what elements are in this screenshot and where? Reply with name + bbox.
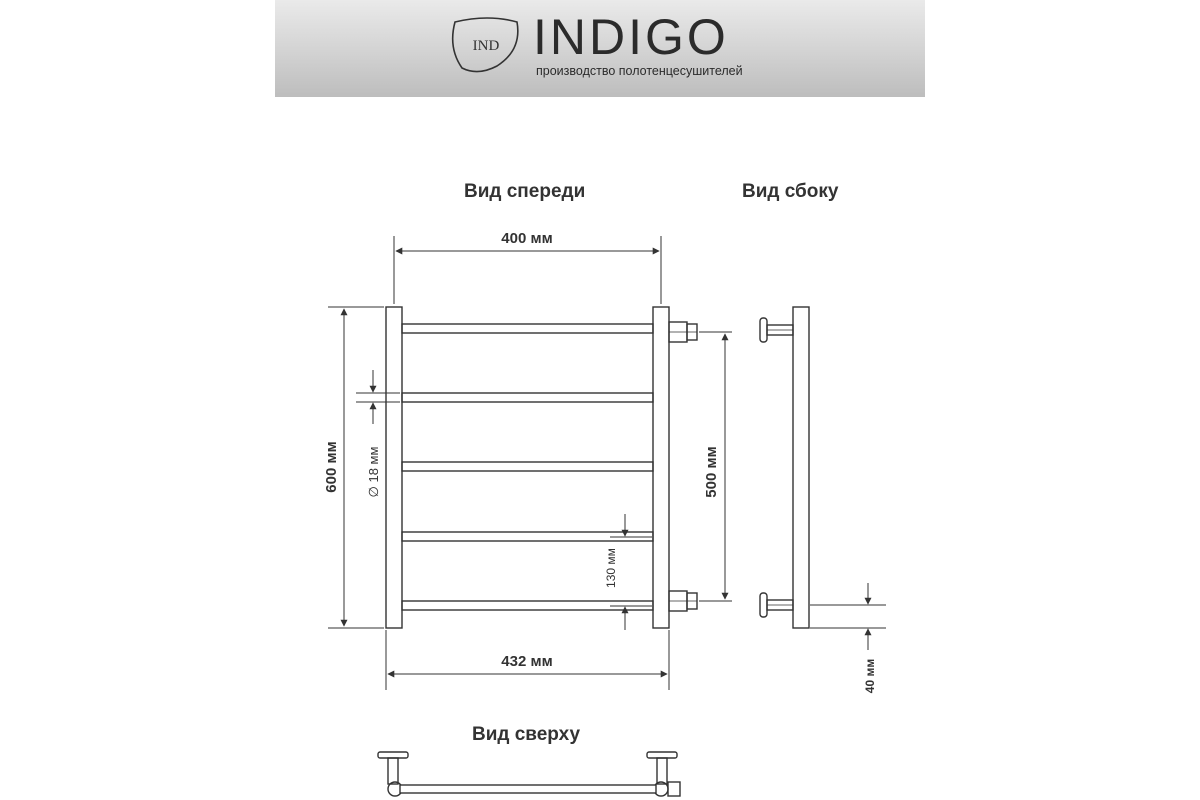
dim-connection-distance bbox=[699, 331, 732, 602]
front-view bbox=[385, 306, 698, 629]
dim-width-center bbox=[393, 236, 662, 304]
top-view bbox=[377, 751, 681, 797]
dim-height bbox=[328, 306, 384, 629]
brand-name: INDIGO bbox=[533, 9, 729, 65]
side-view bbox=[759, 306, 810, 629]
top-view-title: Вид сверху bbox=[472, 724, 581, 745]
label-rung-spacing: 130 мм bbox=[604, 548, 618, 588]
label-width-overall: 432 мм bbox=[501, 653, 552, 670]
top-left-bracket bbox=[377, 751, 409, 797]
rung-4 bbox=[401, 531, 654, 542]
logo-monogram: IND bbox=[473, 38, 500, 54]
label-wall-offset: 40 мм bbox=[863, 659, 877, 694]
header-banner bbox=[275, 0, 925, 97]
dim-width-overall bbox=[385, 630, 670, 690]
rung-2 bbox=[401, 392, 654, 403]
top-view-bar bbox=[399, 784, 657, 794]
bottom-wall-bracket bbox=[759, 592, 794, 618]
front-view-title: Вид спереди bbox=[464, 181, 586, 202]
right-upright bbox=[652, 306, 670, 629]
brand-tagline: производство полотенцесушителей bbox=[536, 64, 743, 78]
dim-rung-spacing bbox=[610, 514, 652, 630]
dim-pipe-diameter bbox=[356, 370, 400, 424]
logo-icon: IND bbox=[451, 17, 519, 73]
rung-1 bbox=[401, 323, 654, 334]
top-wall-bracket bbox=[759, 317, 794, 343]
label-height: 600 мм bbox=[323, 441, 340, 492]
rung-5 bbox=[401, 600, 654, 611]
side-view-title: Вид сбоку bbox=[742, 181, 839, 202]
bottom-fitting bbox=[668, 590, 698, 612]
rungs bbox=[401, 323, 654, 611]
label-width-center: 400 мм bbox=[501, 230, 552, 247]
left-upright bbox=[385, 306, 403, 629]
label-connection-distance: 500 мм bbox=[703, 446, 720, 497]
dim-wall-offset bbox=[810, 583, 886, 650]
side-upright bbox=[792, 306, 810, 629]
top-fitting bbox=[668, 321, 698, 343]
rung-3 bbox=[401, 461, 654, 472]
label-pipe-diameter: ∅ 18 мм bbox=[366, 447, 381, 498]
